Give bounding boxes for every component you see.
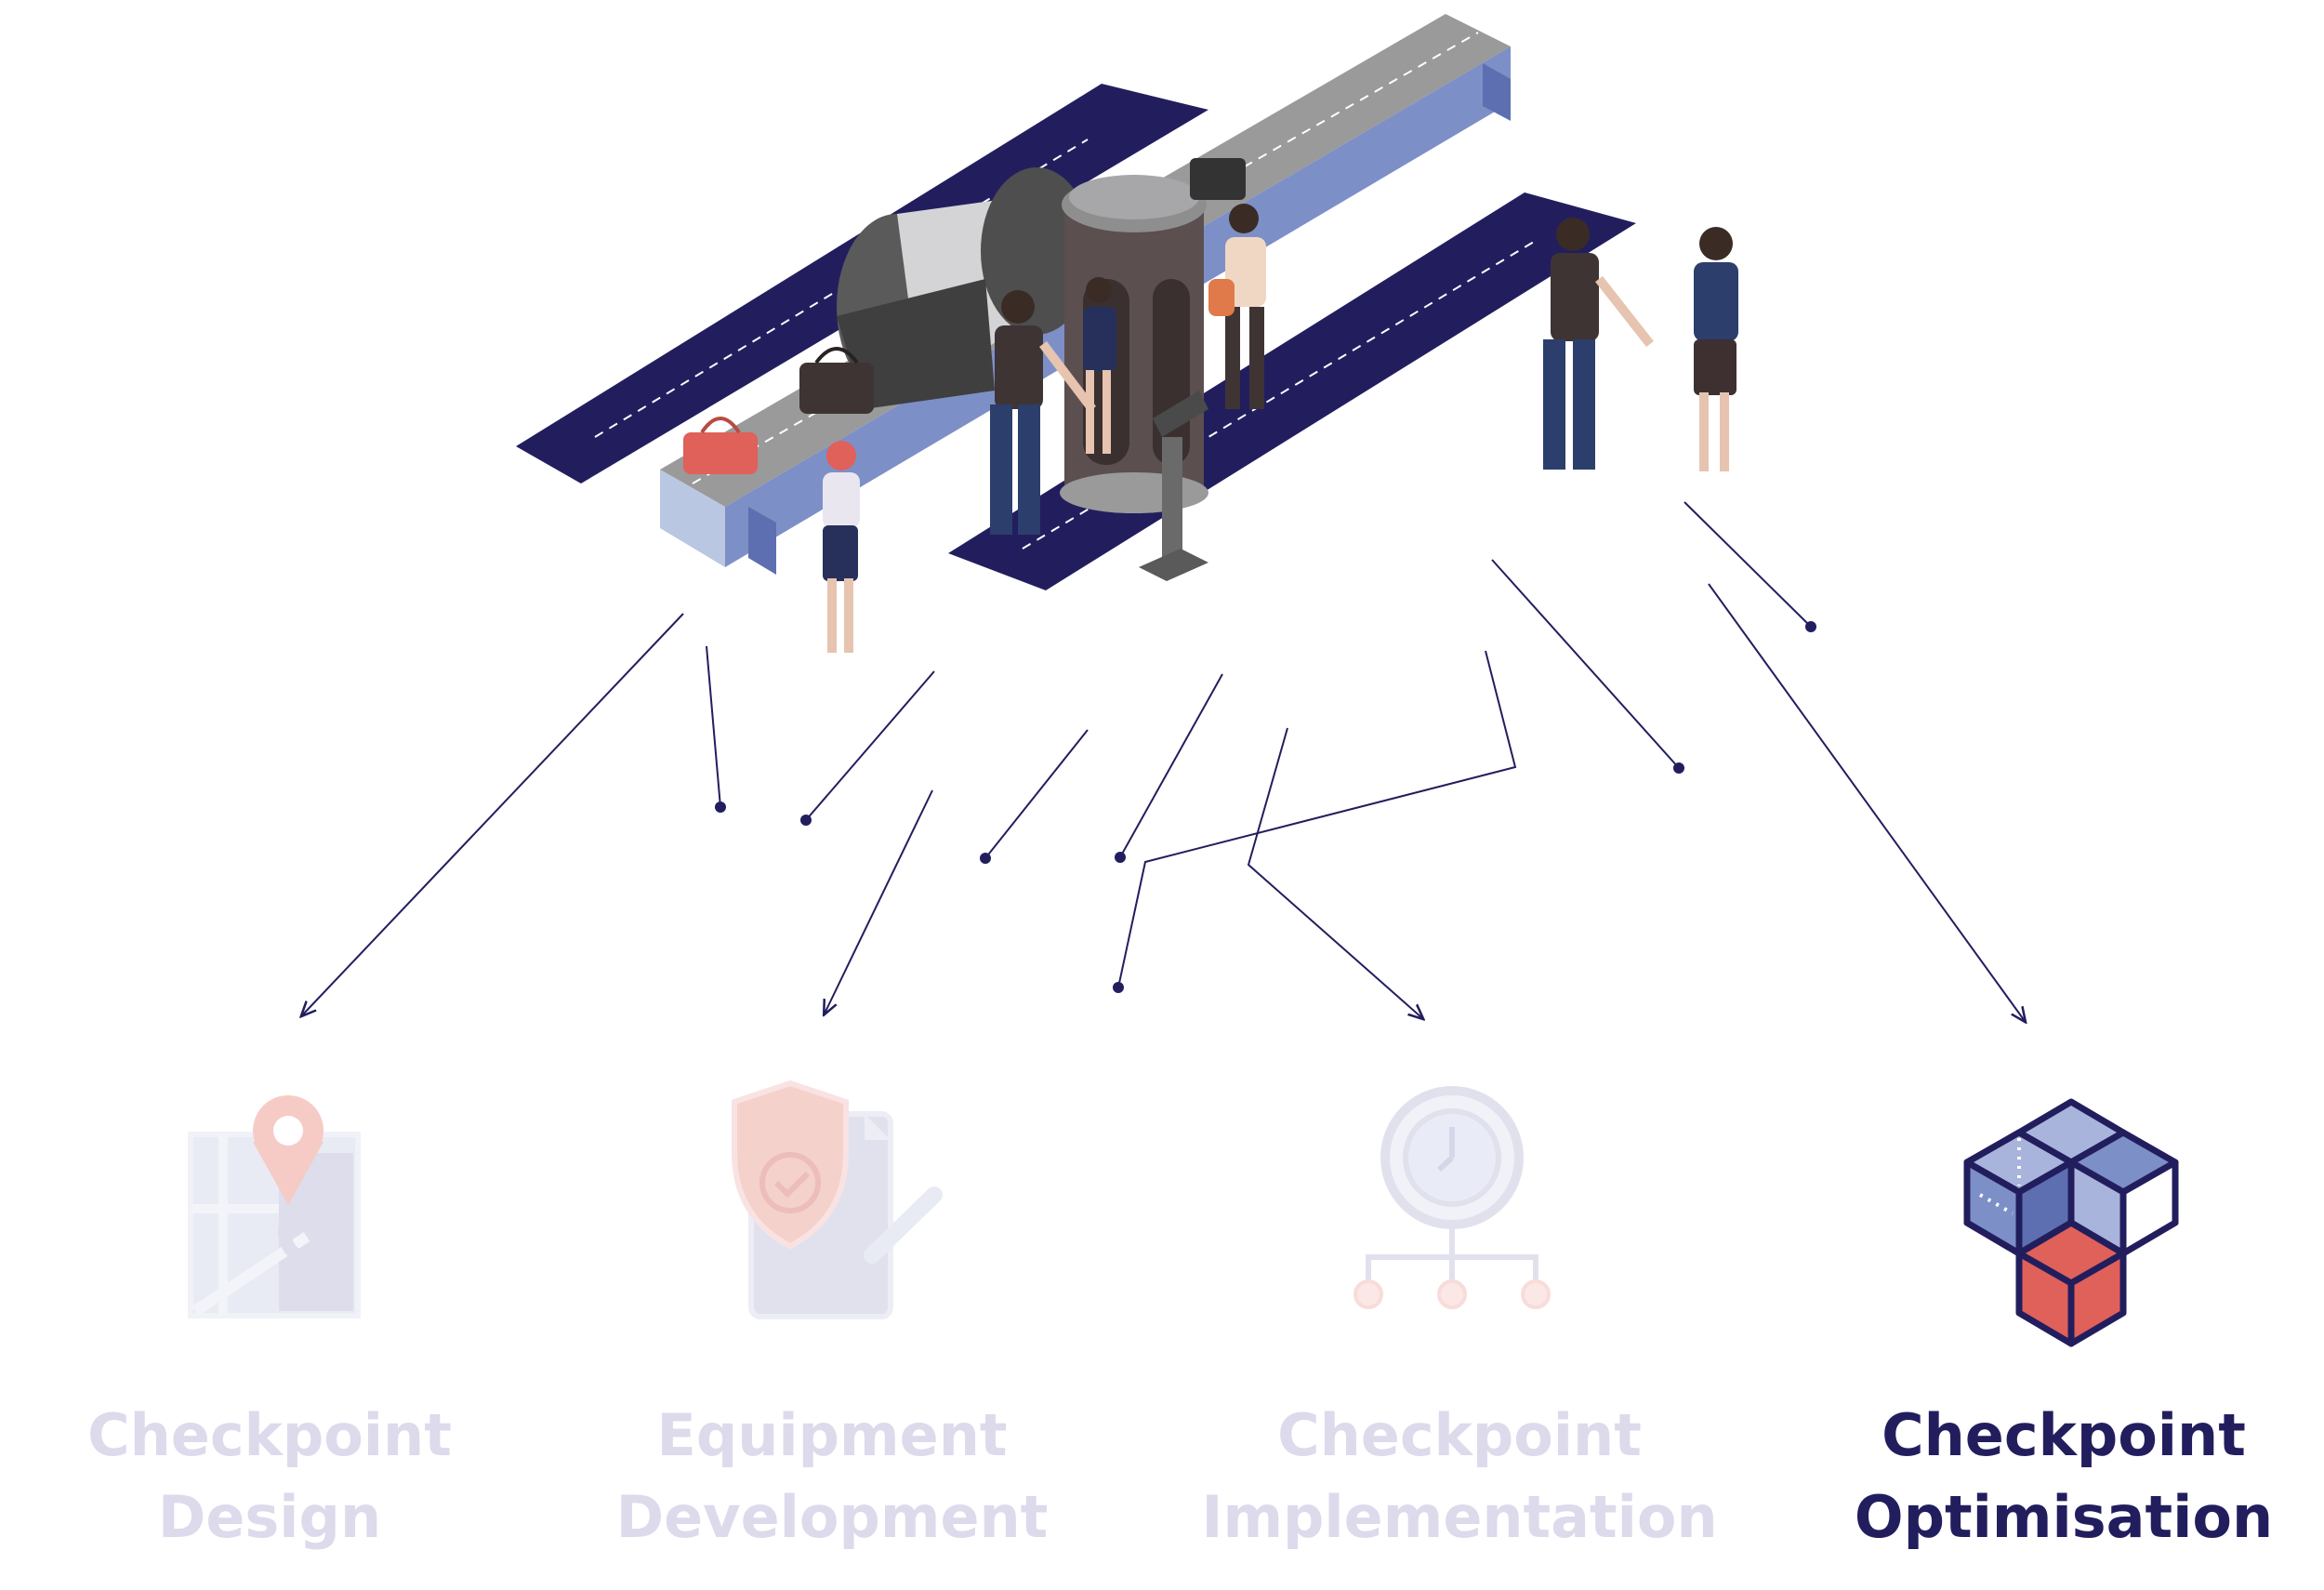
stage-label-line2: Design	[157, 1483, 382, 1551]
kiosk	[1139, 391, 1208, 581]
stage-checkpoint-implementation: Checkpoint Implementation	[1199, 1395, 1720, 1558]
person-with-phone	[1208, 204, 1266, 409]
stage-label-line1: Checkpoint	[1882, 1401, 2246, 1469]
person-in-scanner	[1083, 277, 1116, 454]
arrow-to-optimisation	[1708, 583, 2025, 1021]
stage-equipment-development: Equipment Development	[572, 1395, 1092, 1558]
stage-label-line2: Implementation	[1201, 1483, 1718, 1551]
stage-label-line1: Equipment	[656, 1401, 1008, 1469]
person-officer	[990, 290, 1096, 535]
person-officer-right	[1543, 218, 1654, 470]
clock-network-icon	[1353, 1086, 1551, 1309]
shield-document-icon	[732, 1080, 943, 1319]
arrow-to-development	[825, 789, 933, 1014]
connectors	[302, 501, 2025, 1021]
arrow-to-implementation	[1247, 727, 1422, 1018]
connector-dots	[715, 621, 1816, 993]
stage-label-line2: Optimisation	[1854, 1483, 2274, 1551]
map-pin-icon	[188, 1095, 361, 1318]
stage-label-line2: Development	[615, 1483, 1049, 1551]
stage-checkpoint-optimisation: Checkpoint Optimisation	[1803, 1395, 2324, 1558]
security-illustration	[516, 14, 1738, 653]
cubes-icon	[1963, 1098, 2179, 1347]
luggage	[683, 158, 1246, 474]
person-woman-right	[1694, 227, 1738, 471]
arrow-to-design	[302, 613, 684, 1015]
people	[823, 204, 1738, 653]
body-scanner	[1060, 175, 1208, 513]
stage-label-line1: Checkpoint	[87, 1401, 452, 1469]
stage-checkpoint-design: Checkpoint Design	[9, 1395, 530, 1558]
stage-label-line1: Checkpoint	[1277, 1401, 1642, 1469]
person-passenger	[823, 441, 860, 653]
